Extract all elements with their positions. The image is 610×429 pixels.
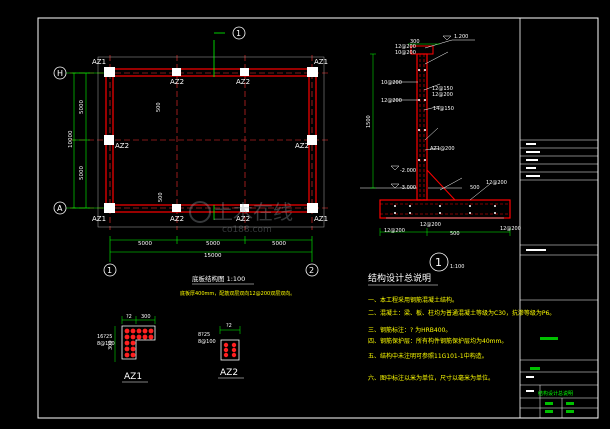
svg-text:10000: 10000 (68, 130, 74, 148)
svg-text:12@200: 12@200 (420, 222, 441, 228)
plan-outline (97, 56, 325, 228)
plan-note: 底板厚400mm，配筋双层双向12@200双层双向。 (180, 290, 295, 297)
notes-item-2-text: 二、混凝土：梁、板、柱均为普通混凝土等级为C30，抗渗等级为P6。 (368, 309, 555, 317)
svg-text:5000: 5000 (79, 166, 85, 180)
notes-item-4: 四、钢筋保护层：所有构件钢筋保护层均为40mm。 (368, 337, 507, 345)
plan-axis-lines (70, 55, 330, 230)
svg-text:12@200: 12@200 (500, 226, 521, 232)
svg-text:10@200: 10@200 (395, 50, 416, 56)
svg-text:12@150: 12@150 (432, 86, 453, 92)
svg-text:500: 500 (158, 192, 164, 202)
detail-az2-name: AZ2 (220, 368, 238, 378)
notes-item-1: 一、本工程采用钢筋混凝土结构。 (368, 296, 458, 304)
svg-text:5000: 5000 (206, 241, 220, 247)
svg-text:1.200: 1.200 (454, 34, 468, 40)
plan-columns (104, 67, 318, 213)
svg-text:AZ1: AZ1 (314, 215, 328, 223)
svg-text:土木在线: 土木在线 (213, 200, 293, 224)
svg-text:1: 1 (236, 29, 241, 38)
svg-text:H: H (57, 69, 63, 78)
svg-text:300: 300 (141, 314, 151, 320)
svg-text:AZ2: AZ2 (170, 215, 184, 223)
plan-dims-left (72, 72, 90, 209)
svg-text:5000: 5000 (272, 241, 286, 247)
svg-text:10@200: 10@200 (381, 80, 402, 86)
svg-text:1: 1 (107, 266, 112, 275)
svg-text:8?25: 8?25 (198, 332, 210, 338)
notes-item-5: 五、结构中未注明可参照11G101-1中构造。 (368, 352, 488, 360)
svg-text:15000: 15000 (204, 253, 222, 259)
svg-text:A: A (57, 204, 63, 213)
title-block-drawing-title: 结构设计总说明 (538, 390, 573, 397)
svg-text:12@200: 12@200 (486, 180, 507, 186)
svg-text:1:100: 1:100 (450, 264, 464, 270)
title-block-rows (520, 139, 598, 418)
svg-text:?2: ?2 (226, 323, 232, 329)
svg-text:300: 300 (108, 340, 114, 350)
svg-text:AZ1: AZ1 (314, 58, 328, 66)
notes-title: 结构设计总说明 (368, 272, 431, 284)
svg-text:12@200: 12@200 (395, 44, 416, 50)
plan-dims-left-text: 5000 5000 10000 (68, 100, 85, 180)
plan-axis-bubbles-bottom: 1 2 (103, 263, 319, 277)
svg-text:8@100: 8@100 (97, 341, 115, 347)
section-marker: 1 1:100 (429, 252, 464, 272)
svg-text:1500: 1500 (366, 115, 372, 128)
svg-text:?2: ?2 (126, 314, 132, 320)
svg-text:16?25: 16?25 (97, 334, 112, 340)
title-block-marks (530, 337, 574, 413)
svg-text:8@100: 8@100 (198, 339, 216, 345)
svg-text:AZ2: AZ2 (236, 215, 250, 223)
svg-text:1: 1 (435, 256, 442, 269)
plan-dims-bottom-text: 5000 5000 5000 15000 (138, 241, 286, 259)
svg-text:14@150: 14@150 (433, 106, 454, 112)
svg-text:5000: 5000 (138, 241, 152, 247)
svg-text:-2.000: -2.000 (400, 168, 416, 174)
svg-text:AZ2: AZ2 (115, 142, 129, 150)
plan-walls (105, 68, 317, 213)
svg-text:co188.com: co188.com (222, 225, 272, 235)
watermark-logo: 土木在线 co188.com (189, 200, 293, 235)
svg-text:AZ2: AZ2 (170, 78, 184, 86)
section-labels: 1.200 300 12@200 10@200 12@150 12@200 14… (366, 34, 521, 237)
svg-text:AZ1@200: AZ1@200 (430, 146, 455, 152)
svg-text:AZ1: AZ1 (92, 58, 106, 66)
svg-text:AZ1: AZ1 (92, 215, 106, 223)
svg-text:AZ2: AZ2 (295, 142, 309, 150)
plan-section-cut: 1 (213, 26, 246, 220)
plan-title: 底板结构图 1:100 (192, 274, 245, 283)
svg-text:12@200: 12@200 (384, 228, 405, 234)
notes-item-6: 六、图中标注以米为单位，尺寸以毫米为单位。 (368, 374, 494, 382)
plan-dims-bottom (109, 236, 313, 262)
detail-az1-name: AZ1 (124, 372, 142, 382)
notes-item-3: 三、钢筋标注：? 为HRB400。 (368, 326, 451, 334)
svg-text:12@200: 12@200 (381, 98, 402, 104)
title-block-ticks (526, 143, 546, 392)
section-drawing (360, 35, 511, 236)
svg-text:5000: 5000 (79, 100, 85, 114)
detail-az1: ?2 300 16?25 8@100 300 AZ1 (97, 314, 156, 383)
svg-text:-3.000: -3.000 (400, 185, 416, 191)
svg-text:2: 2 (309, 266, 314, 275)
plan-bar-labels: 500 500 (156, 102, 164, 202)
svg-text:500: 500 (450, 231, 460, 237)
svg-text:300: 300 (410, 39, 420, 45)
notes-item-2: 二、混凝土：梁、板、柱均为普通混凝土等级为C30，抗渗等级为P6。 (368, 309, 555, 317)
title-block (519, 17, 599, 419)
detail-az2: ?2 8?25 8@100 AZ2 (198, 323, 244, 379)
plan-column-labels: AZ1 AZ2 AZ2 AZ1 AZ2 AZ2 AZ1 AZ2 AZ2 AZ1 (92, 58, 328, 223)
design-notes: 结构设计总说明 一、本工程采用钢筋混凝土结构。 二、混凝土：梁、板、柱均为普通混… (368, 272, 555, 382)
plan-axis-bubbles-left: H A (53, 66, 104, 215)
svg-text:AZ2: AZ2 (236, 78, 250, 86)
svg-text:500: 500 (470, 185, 480, 191)
svg-text:12@200: 12@200 (432, 92, 453, 98)
svg-text:500: 500 (156, 102, 162, 112)
